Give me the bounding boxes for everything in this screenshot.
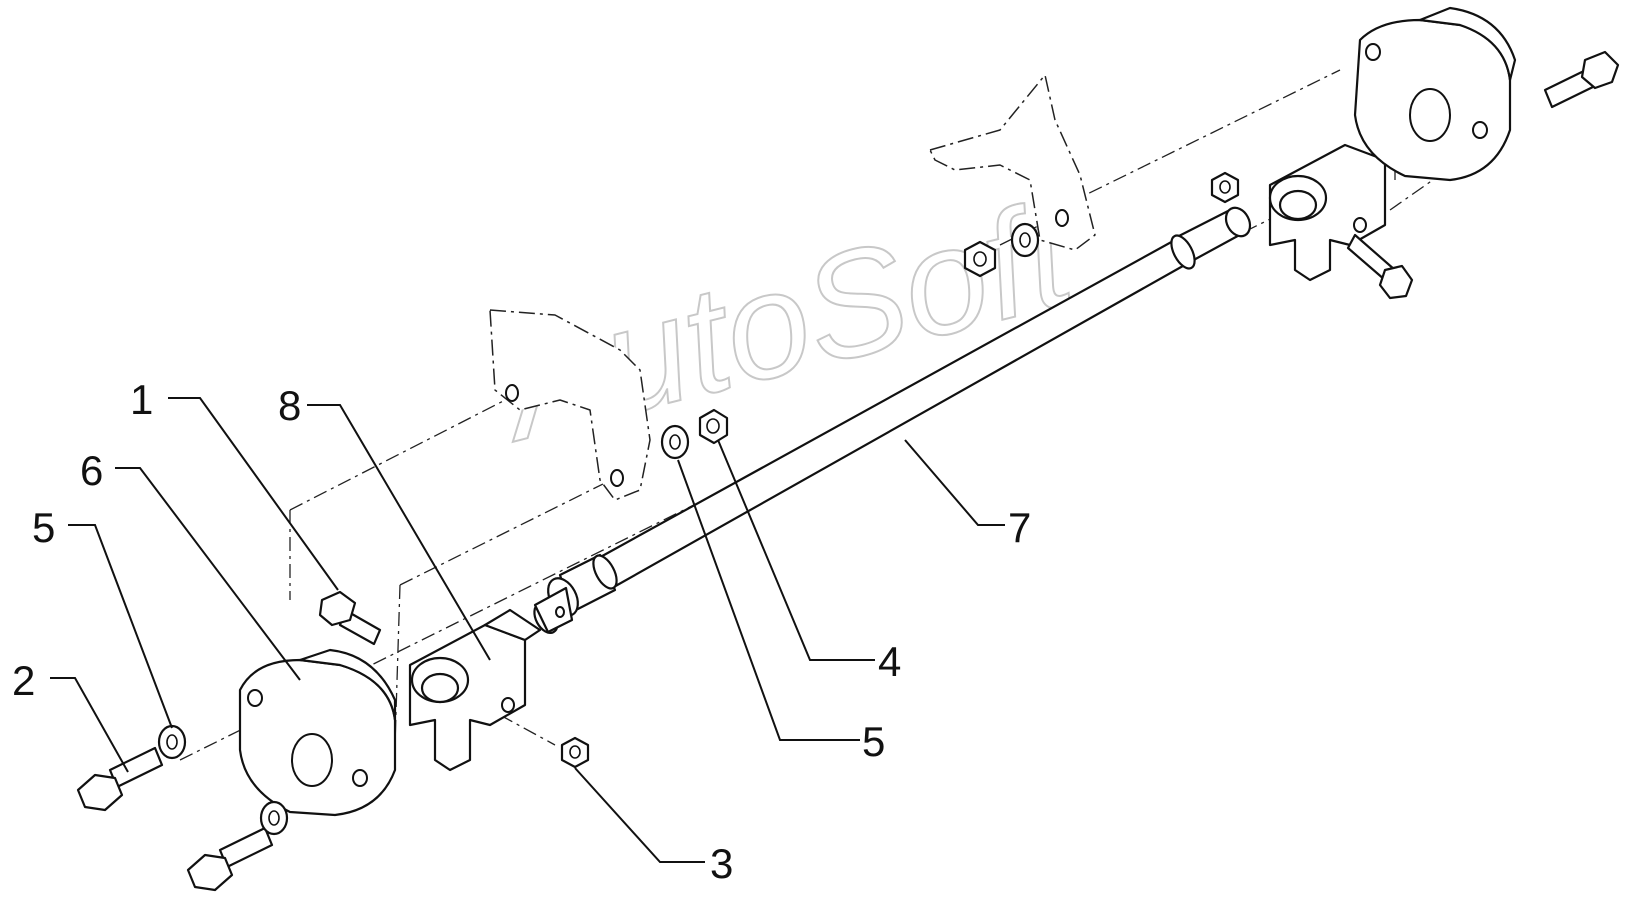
nut-right-bracket xyxy=(1210,171,1240,204)
washer-right xyxy=(1010,222,1040,258)
watermark: AutoSoft xyxy=(478,167,1092,474)
phantom-frame-bracket-left xyxy=(489,309,651,501)
flange-plate-left xyxy=(238,648,397,817)
leader-8 xyxy=(307,404,491,661)
callout-8: 8 xyxy=(278,382,301,429)
leader-6 xyxy=(115,467,301,681)
callout-2: 2 xyxy=(12,657,35,704)
leader-4 xyxy=(717,439,875,661)
callout-6: 6 xyxy=(80,447,103,494)
callouts: 1 8 6 5 2 7 4 5 3 xyxy=(12,376,1031,887)
nut-3 xyxy=(560,736,590,769)
bracket-left xyxy=(408,608,542,772)
washer-middle xyxy=(660,424,690,460)
nut-right-outer xyxy=(963,240,997,278)
assembly-lines xyxy=(179,60,1501,761)
bolt-right-bottom xyxy=(1346,233,1414,300)
callout-4: 4 xyxy=(878,638,901,685)
leader-lines xyxy=(50,397,1005,863)
leader-1 xyxy=(168,397,339,591)
washer-bottom-left xyxy=(259,800,289,836)
washer-left xyxy=(157,724,187,760)
callout-5a: 5 xyxy=(32,504,55,551)
callout-3: 3 xyxy=(710,840,733,887)
leader-7 xyxy=(904,439,1005,526)
frame-hole-upper-left xyxy=(505,384,519,402)
callout-7: 7 xyxy=(1008,504,1031,551)
bolt-upper-left xyxy=(318,590,382,646)
watermark-text: AutoSoft xyxy=(479,168,1091,473)
callout-5b: 5 xyxy=(862,718,885,765)
flange-plate-right xyxy=(1353,6,1517,182)
leader-5b xyxy=(677,459,860,741)
callout-1: 1 xyxy=(130,376,153,423)
leader-2 xyxy=(50,677,129,773)
phantom-frame-bracket-right xyxy=(929,74,1096,251)
bolt-right-top xyxy=(1543,50,1620,109)
frame-hole-right xyxy=(1055,209,1069,227)
bolt-lower-left xyxy=(76,746,164,812)
frame-hole-lower-left xyxy=(610,469,624,487)
nut-4 xyxy=(698,408,729,445)
leader-5a xyxy=(68,524,173,729)
bolt-bottom-left xyxy=(186,826,274,892)
leader-3 xyxy=(574,767,705,863)
